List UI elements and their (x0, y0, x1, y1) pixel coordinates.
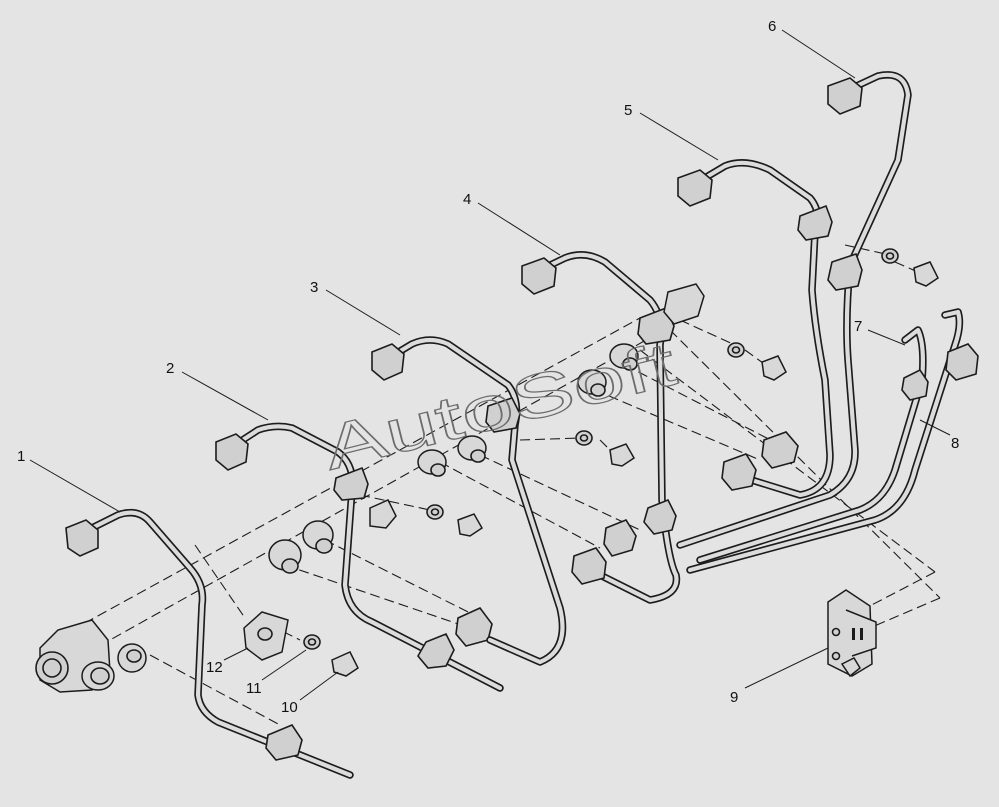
callout-12: 12 (206, 659, 223, 676)
callout-1: 1 (17, 448, 25, 465)
injection-pipe-5 (677, 159, 834, 499)
callout-numbers: 1 2 3 4 5 6 7 8 9 10 11 12 (17, 18, 959, 716)
callout-4: 4 (463, 191, 471, 208)
callout-11: 11 (246, 680, 262, 697)
pipe-clamp-12 (243, 611, 289, 661)
pump-outlet-body (35, 619, 147, 693)
callout-6: 6 (768, 18, 776, 35)
callout-3: 3 (310, 279, 318, 296)
injection-pipe-6 (676, 71, 912, 549)
injection-pipe-2 (215, 422, 504, 692)
bracket-9 (827, 589, 877, 678)
callout-leaders (29, 29, 951, 701)
washers-and-bolts (303, 248, 939, 677)
callout-9: 9 (730, 689, 738, 706)
callout-7: 7 (854, 318, 862, 335)
connector-fittings (268, 283, 705, 574)
callout-10: 10 (281, 699, 298, 716)
leak-off-pipes-7-8 (643, 308, 979, 574)
injection-pipe-1 (65, 508, 354, 779)
assembly-dashed-lines (44, 244, 941, 726)
injection-pipe-4 (521, 251, 681, 604)
callout-2: 2 (166, 360, 174, 377)
injection-pipe-3 (371, 336, 567, 666)
callout-5: 5 (624, 102, 632, 119)
callout-8: 8 (951, 435, 959, 452)
